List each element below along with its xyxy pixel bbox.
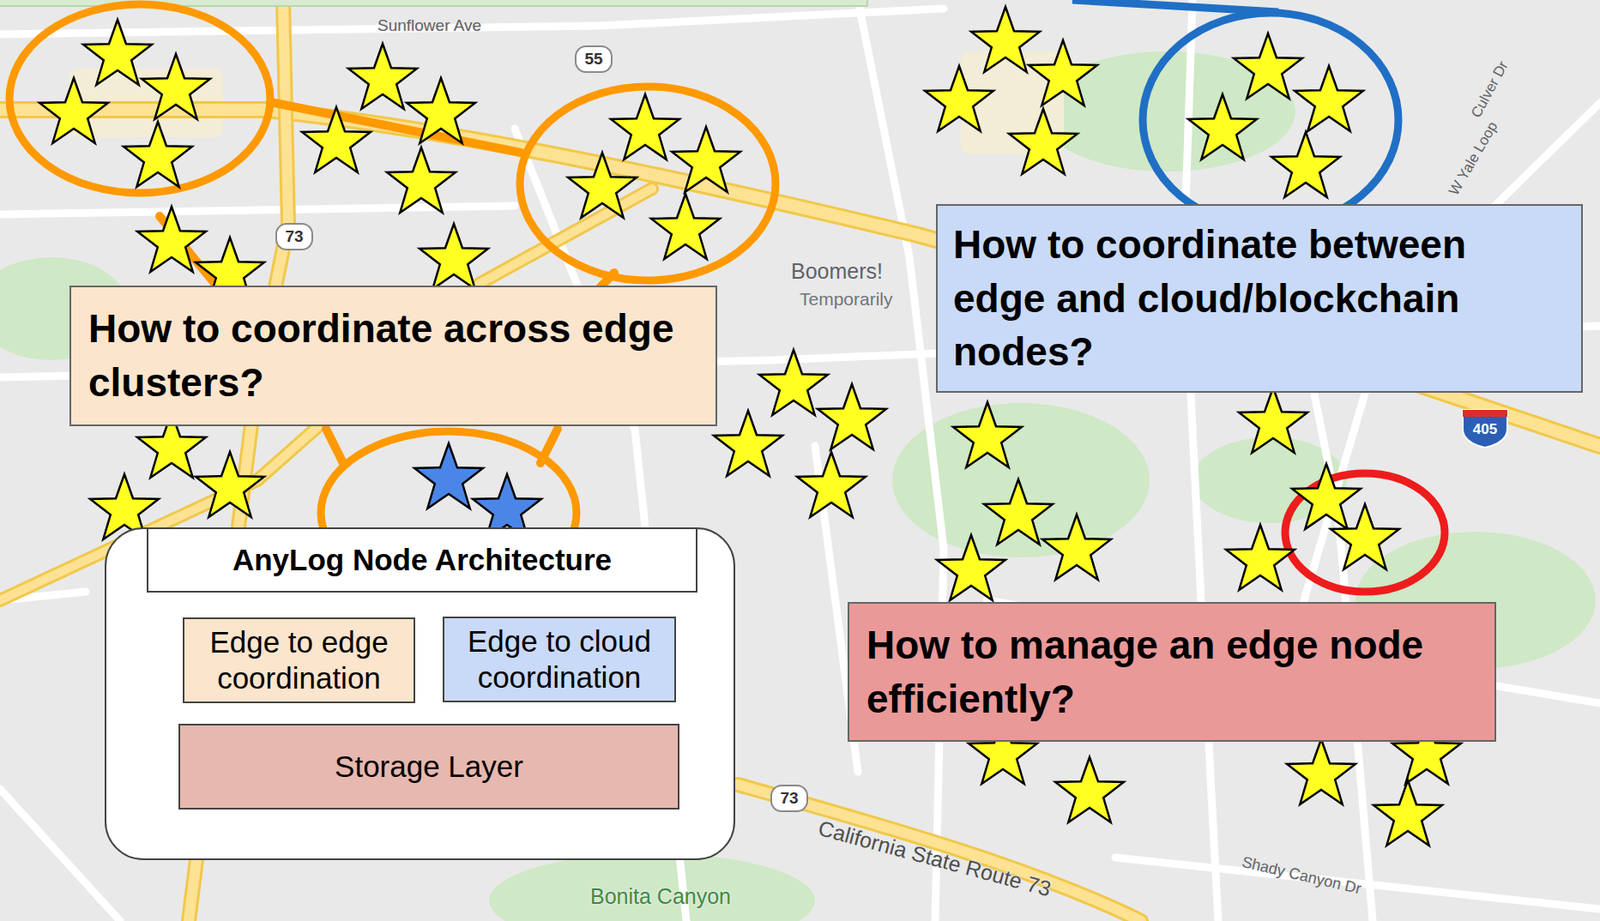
park-areas [0, 51, 1596, 921]
layer-box: Edge to edge coordination [182, 617, 416, 704]
cloud-ring [1142, 12, 1399, 228]
route-shields [276, 46, 1508, 812]
question-callout: How to coordinate between edge and cloud… [935, 204, 1583, 393]
callout-text: How to manage an edge node efficiently? [866, 618, 1478, 726]
route-shield-number: 73 [284, 228, 303, 247]
map-label: Shady Canyon Dr [1240, 854, 1364, 899]
layer-label: Storage Layer [187, 748, 671, 785]
layer-label: Edge to cloud coordination [451, 623, 668, 696]
map-label: Sunflower Ave [377, 17, 482, 36]
layer-box: Edge to cloud coordination [442, 616, 677, 703]
route-shield-number: 55 [584, 50, 603, 69]
route-shield-number: 405 [1473, 422, 1498, 439]
map-label: California State Route 73 [815, 816, 1054, 902]
map-label: Boomers! [790, 259, 883, 284]
layer-label: Edge to edge coordination [191, 624, 407, 697]
map-label: Temporarily [799, 289, 894, 309]
cloud-leader [1072, 0, 1279, 13]
layer-box: Storage Layer [178, 724, 680, 810]
callout-text: How to coordinate between edge and cloud… [953, 217, 1566, 380]
callout-text: How to coordinate across edge clusters? [88, 301, 699, 410]
edge-cluster-rings [9, 4, 776, 595]
route-shield-number: 73 [779, 790, 798, 809]
panel-heading: AnyLog Node Architecture [156, 542, 688, 579]
cloud-node-stars [414, 443, 542, 540]
heading-frame: AnyLog Node Architecture [146, 527, 698, 593]
question-callout: How to coordinate across edge clusters? [69, 285, 718, 427]
map-label: Bonita Canyon [590, 885, 731, 910]
map-label: Culver Dr [1468, 59, 1512, 121]
architecture-panel: AnyLog Node ArchitectureEdge to edge coo… [104, 527, 736, 861]
map-label: W Yale Loop [1446, 119, 1502, 199]
question-callout: How to manage an edge node efficiently? [847, 602, 1497, 743]
